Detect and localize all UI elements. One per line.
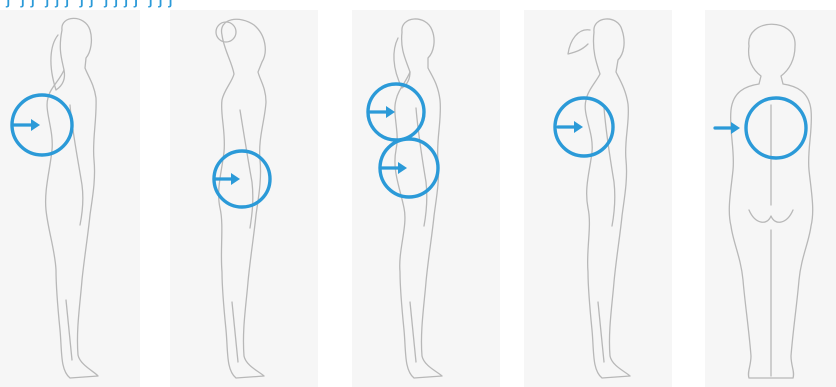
arrow-head-icon bbox=[731, 122, 740, 134]
body-outline bbox=[219, 19, 266, 378]
body-outline bbox=[585, 19, 630, 378]
woman-side-view-3 bbox=[352, 10, 500, 387]
posture-figure-5 bbox=[705, 10, 836, 387]
hair-ponytail bbox=[568, 30, 590, 54]
body-outline bbox=[395, 19, 442, 378]
clipped-header-text: ʃ ʃ ʃ ʃ ʃ ʃ ʃ ʃ ʃ ʃ ʃ ʃ ʃ ʃ ʃ bbox=[0, 0, 836, 8]
body-outline bbox=[46, 18, 98, 378]
leg-line bbox=[232, 302, 238, 362]
posture-figure-4 bbox=[524, 10, 672, 387]
posture-figure-3 bbox=[352, 10, 500, 387]
woman-side-view-2 bbox=[170, 10, 318, 387]
arrow-head-icon bbox=[386, 106, 395, 118]
posture-figure-1 bbox=[0, 10, 140, 387]
arrow-head-icon bbox=[31, 119, 40, 131]
woman-back-view bbox=[705, 10, 836, 387]
header-fragment: ʃ ʃ ʃ ʃ ʃ ʃ ʃ ʃ ʃ ʃ ʃ ʃ ʃ ʃ ʃ bbox=[6, 0, 174, 8]
arrow-head-icon bbox=[231, 173, 240, 185]
woman-side-view-4 bbox=[524, 10, 672, 387]
arm-line bbox=[240, 110, 253, 228]
leg-line bbox=[598, 302, 604, 362]
leg-line bbox=[410, 302, 416, 362]
hair-top-bun bbox=[216, 22, 236, 42]
woman-side-view-1 bbox=[0, 10, 140, 387]
arrow-head-icon bbox=[574, 121, 583, 133]
posture-figure-2 bbox=[170, 10, 318, 387]
leg-line bbox=[66, 300, 72, 360]
highlight-ring-shoulder-blades bbox=[746, 98, 806, 158]
arrow-head-icon bbox=[398, 162, 407, 174]
hips-line bbox=[749, 210, 793, 222]
